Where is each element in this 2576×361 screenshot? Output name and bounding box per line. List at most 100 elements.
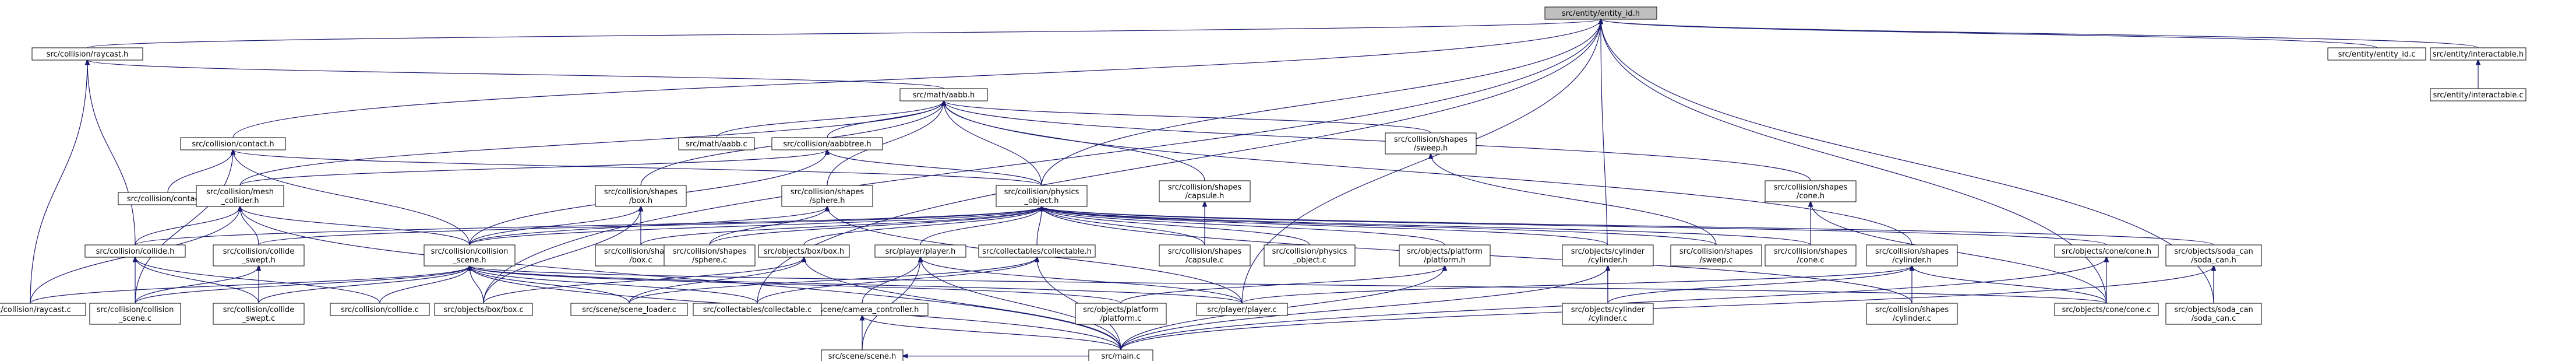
node-box — [1866, 244, 1958, 267]
node-box — [1264, 244, 1356, 267]
node-collision-scene-c[interactable]: src/collision/collision_scene.c — [89, 303, 181, 325]
node-label: _swept.c — [242, 314, 276, 323]
node-label: src/collision/mesh — [206, 188, 274, 197]
node-label: src/collision/shapes — [1168, 183, 1241, 192]
node-collision-scene-h[interactable]: src/collision/collision_scene.h — [424, 244, 516, 267]
node-box — [31, 47, 143, 61]
node-box-box-c[interactable]: src/objects/box/box.c — [434, 303, 533, 316]
edge-aabb-h-to-cone-h — [944, 101, 1811, 181]
node-soda-can-c[interactable]: src/objects/soda_can/soda_can.c — [2165, 303, 2262, 325]
node-label: /cylinder.h — [1892, 256, 1931, 265]
node-aabb-h[interactable]: src/math/aabb.h — [899, 88, 988, 101]
node-layer: src/entity/entity_id.h src/collision/rayc… — [0, 6, 2526, 361]
node-label: src/collision/collision — [431, 247, 509, 256]
edge-layer — [30, 19, 2478, 356]
edge-physics-object-h-to-sweep-c — [1042, 206, 1717, 246]
node-capsule-c[interactable]: src/collision/shapes/capsule.c — [1159, 244, 1251, 267]
node-label: src/objects/platform — [1083, 306, 1159, 314]
node-aabb-c[interactable]: src/math/aabb.c — [678, 137, 755, 150]
node-capsule-h[interactable]: src/collision/shapes/capsule.h — [1159, 180, 1251, 202]
edge-physics-object-h-to-platform-h — [1042, 206, 1445, 246]
node-sweep-c[interactable]: src/collision/shapes/sweep.c — [1670, 244, 1762, 267]
node-platform-c[interactable]: src/objects/platform/platform.c — [1075, 303, 1167, 325]
node-obj-cylinder-h[interactable]: src/objects/cylinder/cylinder.h — [1562, 244, 1654, 267]
node-label: src/collision/collide — [223, 306, 294, 314]
node-cone-c[interactable]: src/collision/shapes/cone.c — [1765, 244, 1857, 267]
edge-collision-scene-h-to-collide-c — [379, 266, 470, 304]
node-sphere-h[interactable]: src/collision/shapes/sphere.h — [781, 185, 873, 207]
node-box — [1562, 303, 1654, 325]
node-aabbtree-h[interactable]: src/collision/aabbtree.h — [771, 137, 883, 150]
node-label: src/scene/camera_controller.h — [806, 306, 919, 314]
node-interactable-h[interactable]: src/entity/interactable.h — [2430, 47, 2526, 61]
edge-entity-id-h-to-raycast-h — [87, 19, 1601, 48]
node-label: /cone.c — [1797, 256, 1825, 265]
node-box-c[interactable]: src/collision/shapes/box.c — [595, 244, 687, 267]
node-label: /sweep.h — [1414, 144, 1448, 153]
node-collide-h[interactable]: src/collision/collide.h — [84, 244, 186, 258]
node-label: src/scene/scene_loader.c — [582, 306, 676, 314]
node-platform-h[interactable]: src/objects/platform/platform.h — [1399, 244, 1491, 267]
edge-collision-scene-h-to-collide-swept-c — [258, 266, 470, 304]
node-entity-id-c[interactable]: src/entity/entity_id.c — [2327, 47, 2426, 61]
node-player-c[interactable]: src/player/player.c — [1196, 303, 1288, 316]
node-camera-controller-h[interactable]: src/scene/camera_controller.h — [796, 303, 929, 316]
node-scene-h[interactable]: src/scene/scene.h — [821, 349, 904, 361]
node-raycast-h[interactable]: src/collision/raycast.h — [31, 47, 143, 61]
node-box — [1088, 349, 1153, 361]
edge-contact-h-to-physics-object-h — [233, 150, 1042, 186]
node-label: _object.h — [1024, 197, 1059, 205]
node-collectable-c[interactable]: src/collectables/collectable.c — [693, 303, 822, 316]
node-raycast-c[interactable]: src/collision/raycast.c — [0, 303, 86, 316]
node-collide-swept-h[interactable]: src/collision/collide_swept.h — [213, 244, 305, 267]
edge-mesh-collider-h-to-collision-scene-h — [240, 206, 470, 246]
node-collide-c[interactable]: src/collision/collide.c — [330, 303, 430, 316]
node-label: src/collision/physics — [1004, 188, 1079, 197]
node-obj-cone-c[interactable]: src/objects/cone/cone.c — [2054, 303, 2159, 316]
edge-entity-id-h-to-contact-h — [232, 19, 1601, 138]
node-label: src/objects/soda_can — [2174, 247, 2253, 256]
node-shape-cylinder-c[interactable]: src/collision/shapes/cylinder.c — [1866, 303, 1958, 325]
edge-aabb-h-to-sweep-h — [944, 101, 1431, 134]
edge-mesh-collider-h-to-main-c — [240, 206, 1121, 351]
node-box — [2165, 303, 2262, 325]
node-label: /sweep.c — [1699, 256, 1732, 265]
node-physics-object-h[interactable]: src/collision/physics_object.h — [996, 185, 1088, 207]
node-box-box-h[interactable]: src/objects/box/box.h — [758, 244, 850, 258]
node-collectable-h[interactable]: src/collectables/collectable.h — [978, 244, 1096, 258]
node-box — [570, 303, 688, 316]
node-label: src/objects/cylinder — [1571, 306, 1645, 314]
node-collide-swept-c[interactable]: src/collision/collide_swept.c — [213, 303, 305, 325]
edge-physics-object-h-to-soda-can-h — [1042, 206, 2214, 246]
node-box — [1159, 180, 1251, 202]
node-mesh-collider-h[interactable]: src/collision/mesh_collider.h — [196, 185, 284, 207]
node-label: src/collision/shapes — [791, 188, 864, 197]
node-entity-id-h[interactable]: src/entity/entity_id.h — [1544, 6, 1657, 20]
node-sphere-c[interactable]: src/collision/shapes/sphere.c — [664, 244, 756, 267]
node-box-h[interactable]: src/collision/shapes/box.h — [595, 185, 687, 207]
node-interactable-c[interactable]: src/entity/interactable.c — [2430, 88, 2526, 101]
node-obj-cone-h[interactable]: src/objects/cone/cone.h — [2054, 244, 2159, 258]
node-box — [874, 244, 966, 258]
node-cone-h[interactable]: src/collision/shapes/cone.h — [1765, 180, 1857, 202]
edge-collide-h-to-collide-c — [135, 257, 380, 304]
node-player-h[interactable]: src/player/player.h — [874, 244, 966, 258]
node-label: _object.c — [1292, 256, 1326, 265]
node-label: /cylinder.c — [1893, 314, 1931, 323]
node-contact-h[interactable]: src/collision/contact.h — [180, 137, 286, 150]
node-physics-object-c[interactable]: src/collision/physics_object.c — [1264, 244, 1356, 267]
node-label: _scene.c — [118, 314, 151, 323]
node-soda-can-h[interactable]: src/objects/soda_can/soda_can.h — [2165, 244, 2262, 267]
edge-sphere-h-to-sphere-c — [709, 206, 827, 246]
node-shape-cylinder-h[interactable]: src/collision/shapes/cylinder.h — [1866, 244, 1958, 267]
node-sweep-h[interactable]: src/collision/shapes/sweep.h — [1385, 132, 1477, 155]
node-scene-loader-c[interactable]: src/scene/scene_loader.c — [570, 303, 688, 316]
node-label: src/collision/shapes — [604, 247, 677, 256]
edge-entity-id-h-to-box-box-c — [483, 19, 1601, 304]
node-box — [434, 303, 533, 316]
edge-entity-id-h-to-entity-id-c — [1601, 19, 2377, 48]
edge-physics-object-h-to-collide-h — [135, 206, 1042, 246]
edge-physics-object-h-to-physics-object-c — [1042, 206, 1310, 246]
node-main-c[interactable]: src/main.c — [1088, 349, 1153, 361]
node-obj-cylinder-c[interactable]: src/objects/cylinder/cylinder.c — [1562, 303, 1654, 325]
